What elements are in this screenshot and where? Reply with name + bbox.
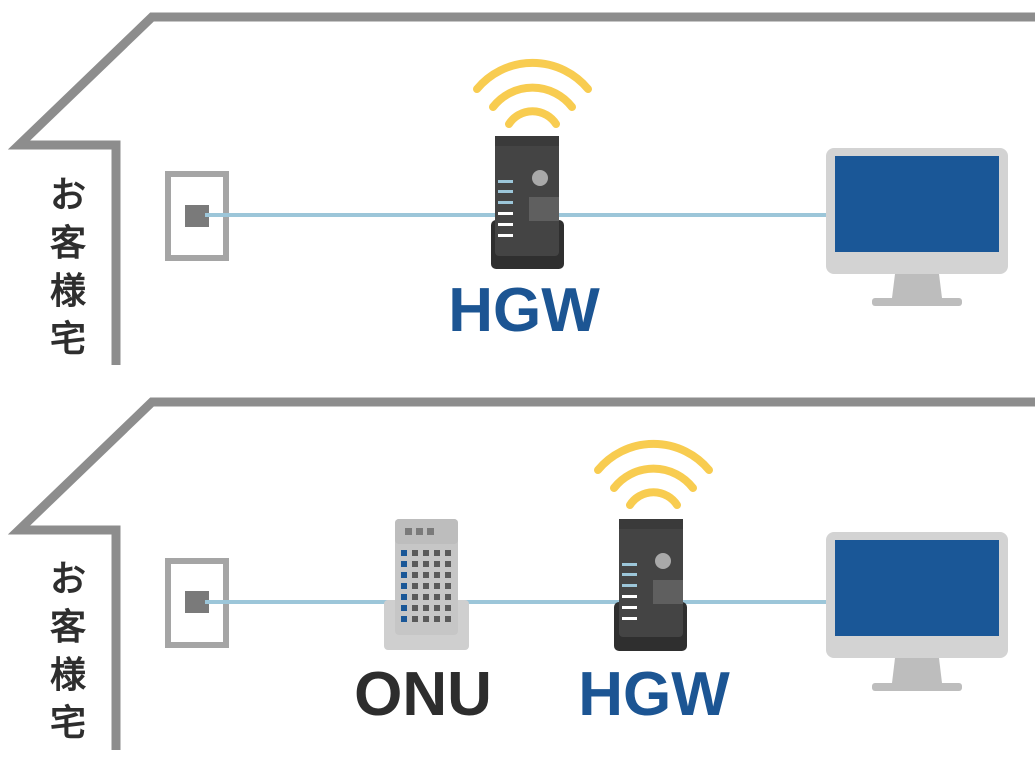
onu-port-led: [423, 583, 429, 589]
house-1: [7, 12, 1035, 365]
monitor: [826, 148, 1008, 306]
onu-label: ONU: [354, 660, 492, 729]
house-label-char: お: [49, 175, 86, 216]
house-label-char: 客: [49, 607, 86, 648]
hgw-device: [614, 519, 687, 651]
onu-port-led: [423, 550, 429, 556]
hgw-label: HGW: [578, 660, 730, 729]
onu-port-led: [401, 561, 407, 567]
onu-port-led: [445, 605, 451, 611]
onu-port-led: [434, 572, 440, 578]
onu-port-led: [412, 572, 418, 578]
onu-port-led: [412, 561, 418, 567]
hgw-label: HGW: [448, 276, 600, 345]
onu-port-led: [434, 583, 440, 589]
onu-port-led: [401, 594, 407, 600]
onu-port-led: [423, 572, 429, 578]
hgw-device: [491, 136, 564, 269]
house-label-char: 宅: [49, 703, 86, 744]
onu-port-led: [445, 572, 451, 578]
onu-port-led: [423, 605, 429, 611]
onu-port-led: [445, 561, 451, 567]
onu-port-led: [434, 561, 440, 567]
house-label-char: 様: [49, 271, 86, 312]
onu-port-led: [401, 616, 407, 622]
onu-port-led: [401, 583, 407, 589]
onu-port-led: [434, 550, 440, 556]
onu-port-led: [412, 583, 418, 589]
house-2: [7, 397, 1035, 750]
house-label-char: 客: [49, 223, 86, 264]
onu-port-led: [445, 583, 451, 589]
house-label-char: 様: [49, 655, 86, 696]
onu-port-led: [445, 594, 451, 600]
onu-port-led: [423, 561, 429, 567]
onu-port-led: [412, 605, 418, 611]
house-2-label: お 客 様 宅: [38, 556, 98, 748]
onu-device: [384, 519, 469, 650]
house-2-outline: [7, 397, 1035, 750]
onu-port-led: [401, 550, 407, 556]
wifi-icon: [594, 439, 713, 509]
monitor: [826, 532, 1008, 691]
onu-port-led: [434, 594, 440, 600]
onu-port-led: [434, 605, 440, 611]
onu-port-led: [423, 594, 429, 600]
onu-port-led: [434, 616, 440, 622]
onu-port-led: [423, 616, 429, 622]
onu-port-led: [412, 550, 418, 556]
onu-port-led: [445, 616, 451, 622]
house-1-outline: [7, 12, 1035, 365]
house-label-char: 宅: [49, 319, 86, 360]
onu-port-led: [401, 605, 407, 611]
onu-port-led: [401, 572, 407, 578]
onu-port-led: [412, 594, 418, 600]
onu-port-led: [445, 550, 451, 556]
house-1-label: お 客 様 宅: [38, 172, 98, 364]
wifi-icon: [473, 58, 592, 128]
house-label-char: お: [49, 559, 86, 600]
onu-port-led: [412, 616, 418, 622]
